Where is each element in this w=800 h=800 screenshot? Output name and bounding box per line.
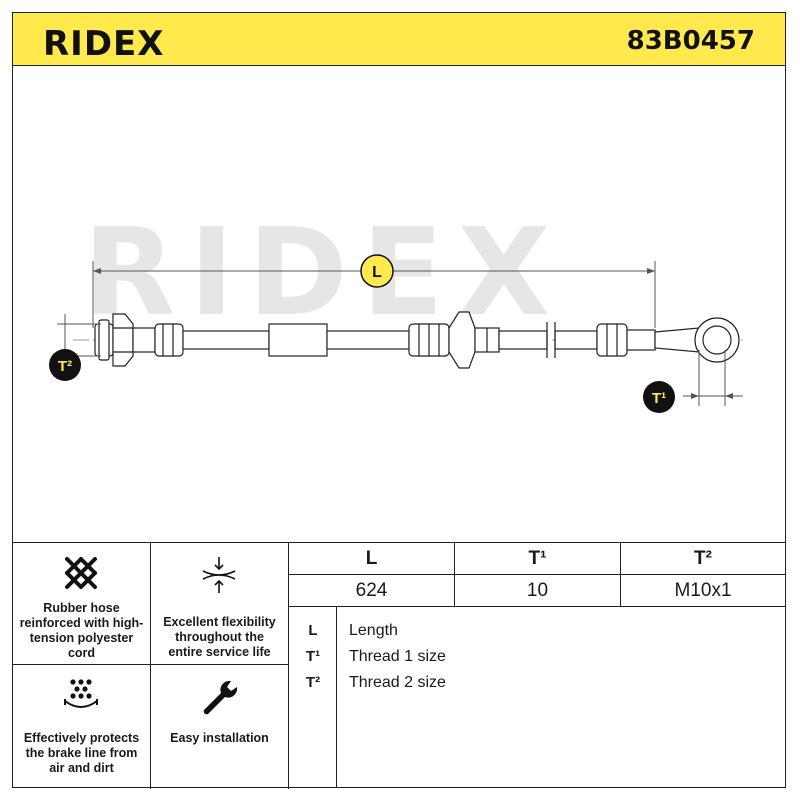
watermark-text: RIDEX [83,204,564,343]
flex-arrows-icon [202,557,236,593]
legend-symbol: T² [305,674,321,691]
thread2-label: T² [58,358,72,375]
legend-row: T² Thread 2 size [289,671,769,695]
thread1-dimension [683,350,743,406]
legend-description: Thread 1 size [349,648,446,665]
ridex-logo: RIDEX [43,25,165,59]
feature-text: Excellent flexibility throughout the ent… [163,615,276,659]
thread2-badge: T² [49,349,81,381]
crosshatch-weave-icon [65,557,97,589]
thread1-badge: T¹ [643,381,675,413]
legend-description: Thread 2 size [349,674,446,691]
spec-header-length: L [289,543,455,575]
legend-row: L Length [289,619,769,643]
legend-description: Length [349,622,398,639]
feature-easy-install: Easy installation [151,665,289,789]
legend: L Length T¹ Thread 1 size T² Thread 2 si… [289,607,785,787]
feature-text: Rubber hose reinforced with high-tension… [19,601,144,660]
feature-dirt-protection: Effectively protects the brake line from… [13,665,151,789]
spec-header-thread2: T² [621,543,785,575]
spec-value-thread1: 10 [455,575,621,607]
technical-drawing: RIDEX L [12,66,786,544]
legend-symbol: T¹ [305,648,321,665]
legend-row: T¹ Thread 1 size [289,645,769,669]
legend-symbol-column [289,607,337,787]
spec-header-thread1: T¹ [455,543,621,575]
spec-value-thread2: M10x1 [621,575,785,607]
brand-logo-text: RIDEX [43,25,165,59]
hose-diagram: RIDEX L [49,204,743,413]
spec-table: L T¹ T² 624 10 M10x1 [289,543,785,607]
part-number: 83B0457 [626,26,755,56]
length-badge: L [360,254,394,288]
brake-hose [94,311,740,369]
dirt-shield-icon [64,679,98,708]
feature-text: Effectively protects the brake line from… [23,731,140,775]
legend-symbol: L [308,622,318,639]
thread1-label: T¹ [652,390,666,407]
feature-text: Easy installation [170,731,269,745]
header-bar: RIDEX 83B0457 [12,12,786,66]
length-label: L [372,264,382,281]
spec-value-length: 624 [289,575,455,607]
feature-flexibility: Excellent flexibility throughout the ent… [151,543,289,665]
feature-polyester-cord: Rubber hose reinforced with high-tension… [13,543,151,665]
wrench-icon [203,680,238,715]
info-panel: Rubber hose reinforced with high-tension… [12,542,786,789]
